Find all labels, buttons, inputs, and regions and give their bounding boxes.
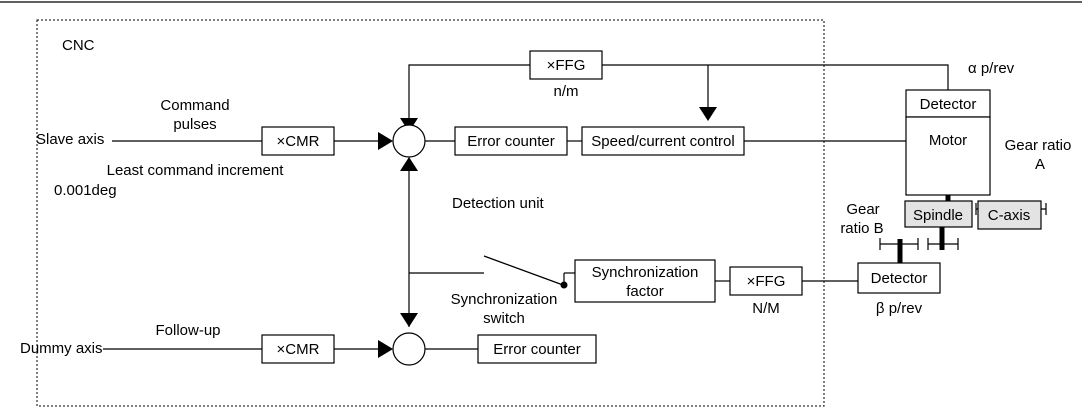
c-axis-box [977,200,1042,230]
ffg-bottom-ratio: N/M [752,300,780,317]
gear-b-mechanism [879,227,959,263]
spindle-box [904,200,973,228]
motor-label: Motor [929,132,967,149]
speed-control-label: Speed/current control [591,133,734,150]
ffg-top-label: ×FFG [547,57,586,74]
detector-bottom-box [857,262,941,294]
motor-box [905,116,991,196]
sync-switch-blade [483,255,564,286]
ffg-top-box [529,50,603,80]
command-pulses-line2: pulses [173,116,216,133]
gear-ratio-b-line2: ratio B [840,220,883,237]
detector-bottom-label: Detector [871,270,928,287]
follow-up-label: Follow-up [155,322,220,339]
detector-top-label: Detector [920,96,977,113]
error-counter-slave-label: Error counter [467,133,555,150]
error-counter-dummy-box [477,334,597,364]
ffg-top-ratio: n/m [553,83,578,100]
cmr-dummy-label: ×CMR [277,341,320,358]
gear-ratio-a-line2: A [1035,156,1045,173]
cmr-dummy-box [261,334,335,364]
gear-ratio-b-line1: Gear [846,201,879,218]
cmr-slave-box [261,126,335,156]
cmr-to-sum-arrow [378,132,393,150]
top-feedback-left-line [408,64,530,130]
spindle-label: Spindle [913,207,963,224]
sync-switch-line2: switch [483,310,525,327]
speed-control-box [581,126,745,156]
dummy-summing-junction [392,332,426,366]
ffg-bottom-box [729,266,803,296]
top-feedback-right-line [602,64,949,90]
ffg-to-speed-arrow [699,107,717,121]
sync-down-arrow [400,313,418,327]
sync-up-arrow [400,157,418,171]
cnc-label: CNC [62,37,95,54]
increment-line1: Least command increment [107,162,285,179]
detection-unit-label: Detection unit [452,195,545,212]
cnc-frame [36,19,825,407]
dummy-axis-label: Dummy axis [20,340,103,357]
sync-factor-box [574,259,716,303]
sync-factor-line1: Synchronization [592,264,699,281]
cmr-slave-label: ×CMR [277,133,320,150]
ffg-bottom-label: ×FFG [747,273,786,290]
slave-axis-label: Slave axis [36,131,104,148]
beta-label: β p/rev [876,300,923,317]
slave-summing-junction [392,124,426,158]
increment-line2: 0.001deg [54,182,117,199]
sync-switch-line1: Synchronization [451,291,558,308]
command-pulses-line1: Command [160,97,229,114]
cmr-dummy-to-sum-arrow [378,340,393,358]
c-axis-label: C-axis [988,207,1031,224]
sync-factor-line2: factor [626,283,664,300]
alpha-label: α p/rev [968,60,1015,77]
error-counter-dummy-label: Error counter [493,341,581,358]
gear-ratio-a-line1: Gear ratio [1005,137,1072,154]
